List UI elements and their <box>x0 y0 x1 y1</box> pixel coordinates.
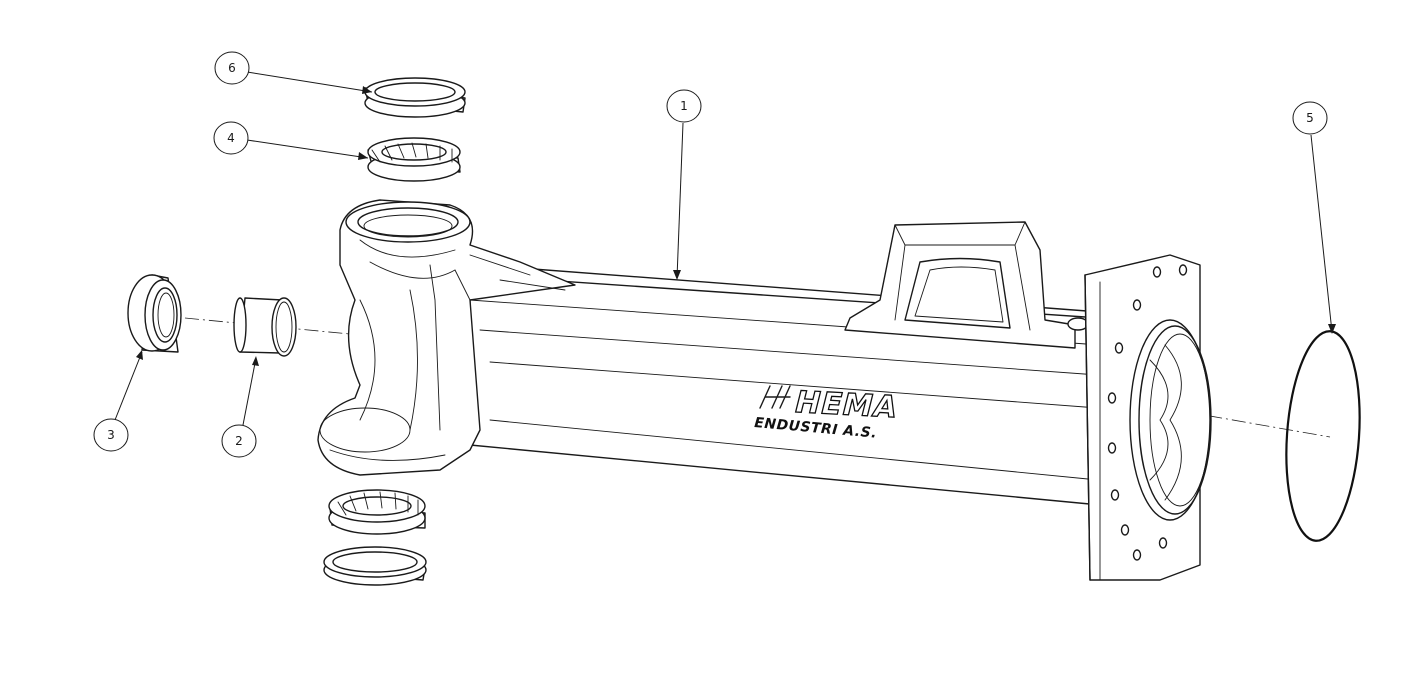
balloon-1-label: 1 <box>680 99 688 113</box>
flange-bolt-holes <box>1107 264 1188 561</box>
balloon-6: 6 <box>214 51 250 85</box>
part-3-seal <box>127 274 182 353</box>
leader-arrowheads <box>136 86 1336 366</box>
balloon-4-label: 4 <box>227 131 235 145</box>
balloon-5-label: 5 <box>1306 111 1314 125</box>
balloon-1: 1 <box>666 89 702 123</box>
hema-logo-mark <box>759 385 791 409</box>
balloon-2-label: 2 <box>235 434 243 448</box>
leader-lines <box>114 71 1333 426</box>
lower-bearing <box>328 489 426 535</box>
logo-brand-text: HEMA <box>795 385 899 425</box>
lower-seal-ring <box>323 546 427 586</box>
balloon-3-label: 3 <box>107 428 115 442</box>
part-2-bushing <box>233 297 297 357</box>
part-4-bearing <box>367 137 461 182</box>
balloon-5: 5 <box>1292 101 1328 135</box>
balloon-3: 3 <box>93 418 129 452</box>
part-5-o-ring <box>1285 330 1361 542</box>
balloon-2: 2 <box>221 424 257 458</box>
balloon-4: 4 <box>213 121 249 155</box>
hema-logo: HEMA ENDUSTRI A.S. <box>754 384 900 441</box>
axle-housing <box>317 199 1212 581</box>
part-6-seal-ring <box>364 77 466 118</box>
balloon-6-label: 6 <box>228 61 236 75</box>
